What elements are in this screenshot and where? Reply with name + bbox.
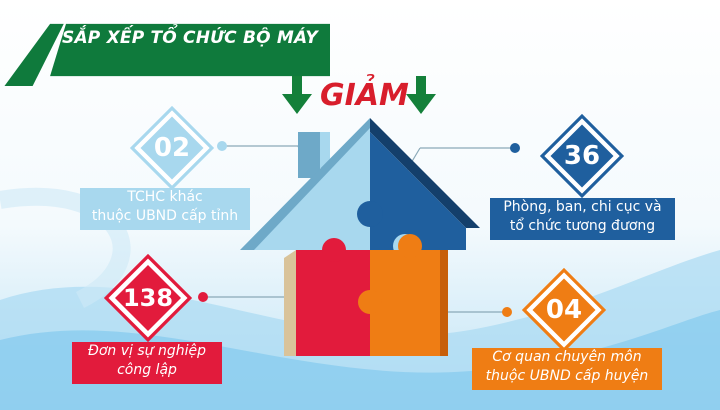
item-label: Cơ quan chuyên môn thuộc UBND cấp huyện	[472, 348, 662, 390]
diamond-badge	[522, 268, 606, 352]
item-label: Phòng, ban, chi cục và tổ chức tương đươ…	[490, 198, 675, 240]
diamond-badge	[104, 254, 192, 342]
arrow-down-icon	[406, 76, 436, 114]
page-title: SẮP XẾP TỔ CHỨC BỘ MÁY	[62, 28, 318, 48]
item-label-line: Phòng, ban, chi cục và	[503, 199, 662, 215]
item-label-line: Cơ quan chuyên môn	[492, 349, 642, 365]
headline: GIẢM	[320, 78, 409, 113]
item-label-line: công lập	[117, 362, 177, 378]
puzzle-house-icon	[240, 118, 480, 356]
item-label-line: thuộc UBND cấp tỉnh	[91, 208, 239, 224]
badge-value: 36	[563, 141, 601, 171]
item-label-line: tổ chức tương đương	[509, 218, 656, 234]
badge-value: 138	[122, 284, 174, 312]
arrow-down-icon	[282, 76, 312, 114]
badge-value: 04	[545, 295, 583, 325]
item-label-line: thuộc UBND cấp huyện	[485, 368, 649, 384]
badge-value: 02	[153, 133, 191, 163]
item-label: Đơn vị sự nghiệp công lập	[72, 342, 222, 384]
item-label: TCHC khác thuộc UBND cấp tỉnh	[80, 188, 250, 230]
item-label-line: TCHC khác	[127, 189, 203, 205]
diamond-badge	[130, 106, 214, 190]
item-label-line: Đơn vị sự nghiệp	[87, 343, 206, 359]
title-banner	[4, 23, 330, 86]
diamond-badge	[540, 114, 624, 198]
